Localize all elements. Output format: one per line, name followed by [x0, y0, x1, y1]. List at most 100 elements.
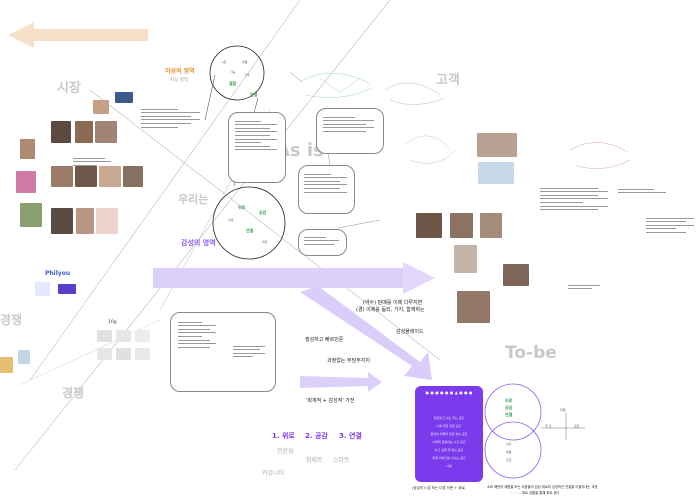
emotional-area-title: 감성의 영역 [181, 239, 216, 247]
product-photo [135, 330, 150, 342]
venn-right-label: 연결 [560, 408, 566, 412]
circle-word: 위안 [262, 240, 268, 244]
as-is-heading: As is [276, 140, 324, 161]
market-photo [20, 139, 35, 159]
to-be-card-row: 위로받고 쉬는 주는 공간 [433, 416, 465, 420]
venn-word: 제품 [506, 450, 512, 454]
caption-1: (공감의 느낌 또는 다른 이면 + 위로 [412, 486, 465, 490]
venn-word: 모임 [506, 458, 512, 462]
circle-word: 기능 [230, 70, 236, 74]
market-photo [76, 208, 94, 234]
market-photo [93, 100, 109, 114]
competition-left-heading: 경쟁 [0, 313, 23, 327]
right-arrow-icon [153, 262, 435, 294]
market-photo [51, 208, 73, 234]
circle-word: 감성 [228, 218, 234, 222]
note-block [618, 186, 678, 196]
venn-tag: 공감 [505, 405, 513, 410]
mindmap-top-center [299, 73, 373, 98]
product-photo [135, 348, 150, 360]
competition-bottom-heading: 경쟁 [62, 386, 85, 400]
note-block [141, 106, 203, 130]
market-photo [51, 166, 73, 187]
emotional-box [170, 312, 276, 392]
caption-2: 소비 패턴의 제품을 보는 사람들의 감성 위로와 감성적인 연결을 이끌어내는… [487, 485, 598, 489]
market-photo [51, 121, 71, 143]
to-be-card-row: 나에게 집중하는 시간 공간 [432, 440, 466, 444]
phrase-6: '회계적 + 감성적' 가전 [306, 398, 355, 404]
guide-line [14, 0, 391, 471]
note-block [646, 215, 696, 236]
market-photo [75, 121, 93, 143]
circle-tag: 위로 [238, 205, 246, 210]
market-photo [75, 166, 97, 187]
mindmap-customer [384, 82, 446, 105]
circle-word: 제품 [242, 60, 248, 64]
phrase-4: 감성플레이드 [396, 329, 424, 335]
phrase-3: 행성하고 빠르민준 [305, 337, 344, 343]
circle-tag: 결합 [229, 81, 237, 86]
note-block [568, 282, 608, 292]
step-2: 2. 공감 [305, 432, 328, 440]
left-arrow-icon [8, 22, 148, 48]
customer-heading: 고객 [436, 73, 460, 88]
venn-word: 쉬다 [506, 442, 512, 446]
step-3-sub: 스타트 [333, 457, 350, 464]
venn-right-label: 위 로 [545, 424, 552, 428]
mindmap-right-2 [569, 142, 631, 169]
to-be-heading: To-be [505, 343, 557, 363]
circle-word: 시장 [221, 60, 227, 64]
customer-photo [480, 213, 502, 238]
note-block [540, 185, 612, 213]
market-photo [96, 208, 118, 234]
to-be-card-row: 나를 위한 작은 공간 [436, 424, 462, 428]
venn-tag: 연결 [505, 412, 513, 417]
as-is-box-2 [316, 108, 384, 154]
market-photo [95, 121, 117, 143]
product-photo [97, 330, 112, 342]
to-be-card-row: 나를 [446, 464, 452, 468]
guide-line [29, 0, 301, 381]
product-photo [18, 350, 30, 364]
customer-photo [478, 162, 514, 184]
market-photo [99, 166, 121, 187]
product-photo [116, 348, 131, 360]
rational-area-title: 이성의 영역 [165, 68, 195, 75]
emotional-circle [212, 186, 286, 260]
mindmap-right-1 [404, 135, 456, 164]
product-photo [116, 330, 131, 342]
as-is-box-4 [298, 229, 347, 256]
as-is-box-3 [298, 165, 355, 214]
market-photo [16, 171, 36, 193]
market-photo [20, 203, 42, 227]
diagonal-arrow-icon [300, 286, 432, 380]
we-heading: 우리는 [178, 193, 209, 206]
venn-top-circle [484, 383, 542, 441]
to-be-card-row: 함께 이야기를 나누는 공간 [432, 456, 466, 460]
caption-3: ◦ ◦ ◦ ◦ 위로 공통을 통해 위로 된다 [510, 491, 560, 495]
customer-photo [477, 133, 517, 157]
to-be-card: ● ● ● ● ● ● ▲ ● ● ● 위로받고 쉬는 주는 공간 나를 위한 … [415, 386, 483, 482]
phrase-2: (경) 이제를 돕되, 가지, 함께하는 [356, 307, 425, 313]
as-is-box-1 [228, 112, 286, 183]
customer-photo [457, 291, 490, 323]
venn-tag: 위로 [505, 398, 513, 403]
to-be-card-row: 편안히 머물며 위로 받는 공간 [430, 432, 468, 436]
product-label: 10g [108, 320, 117, 325]
venn-bottom-circle [484, 421, 542, 479]
brand-label: Philyou [45, 270, 71, 277]
phrase-5: 과정없는 부담주지지 [327, 358, 370, 364]
market-heading: 시장 [57, 81, 81, 96]
market-photo [115, 92, 133, 103]
guide-line [89, 89, 441, 361]
small-arrow-icon [300, 372, 382, 392]
venn-right-label: 공감 [574, 424, 580, 428]
market-photo [123, 166, 143, 187]
customer-photo [450, 213, 473, 238]
to-be-card-title: ● ● ● ● ● ● ▲ ● ● ● [425, 390, 473, 395]
circle-word: 가격 [244, 73, 250, 77]
product-photo [58, 284, 76, 294]
customer-photo [416, 213, 442, 238]
circle-tag: 연결 [246, 228, 254, 233]
